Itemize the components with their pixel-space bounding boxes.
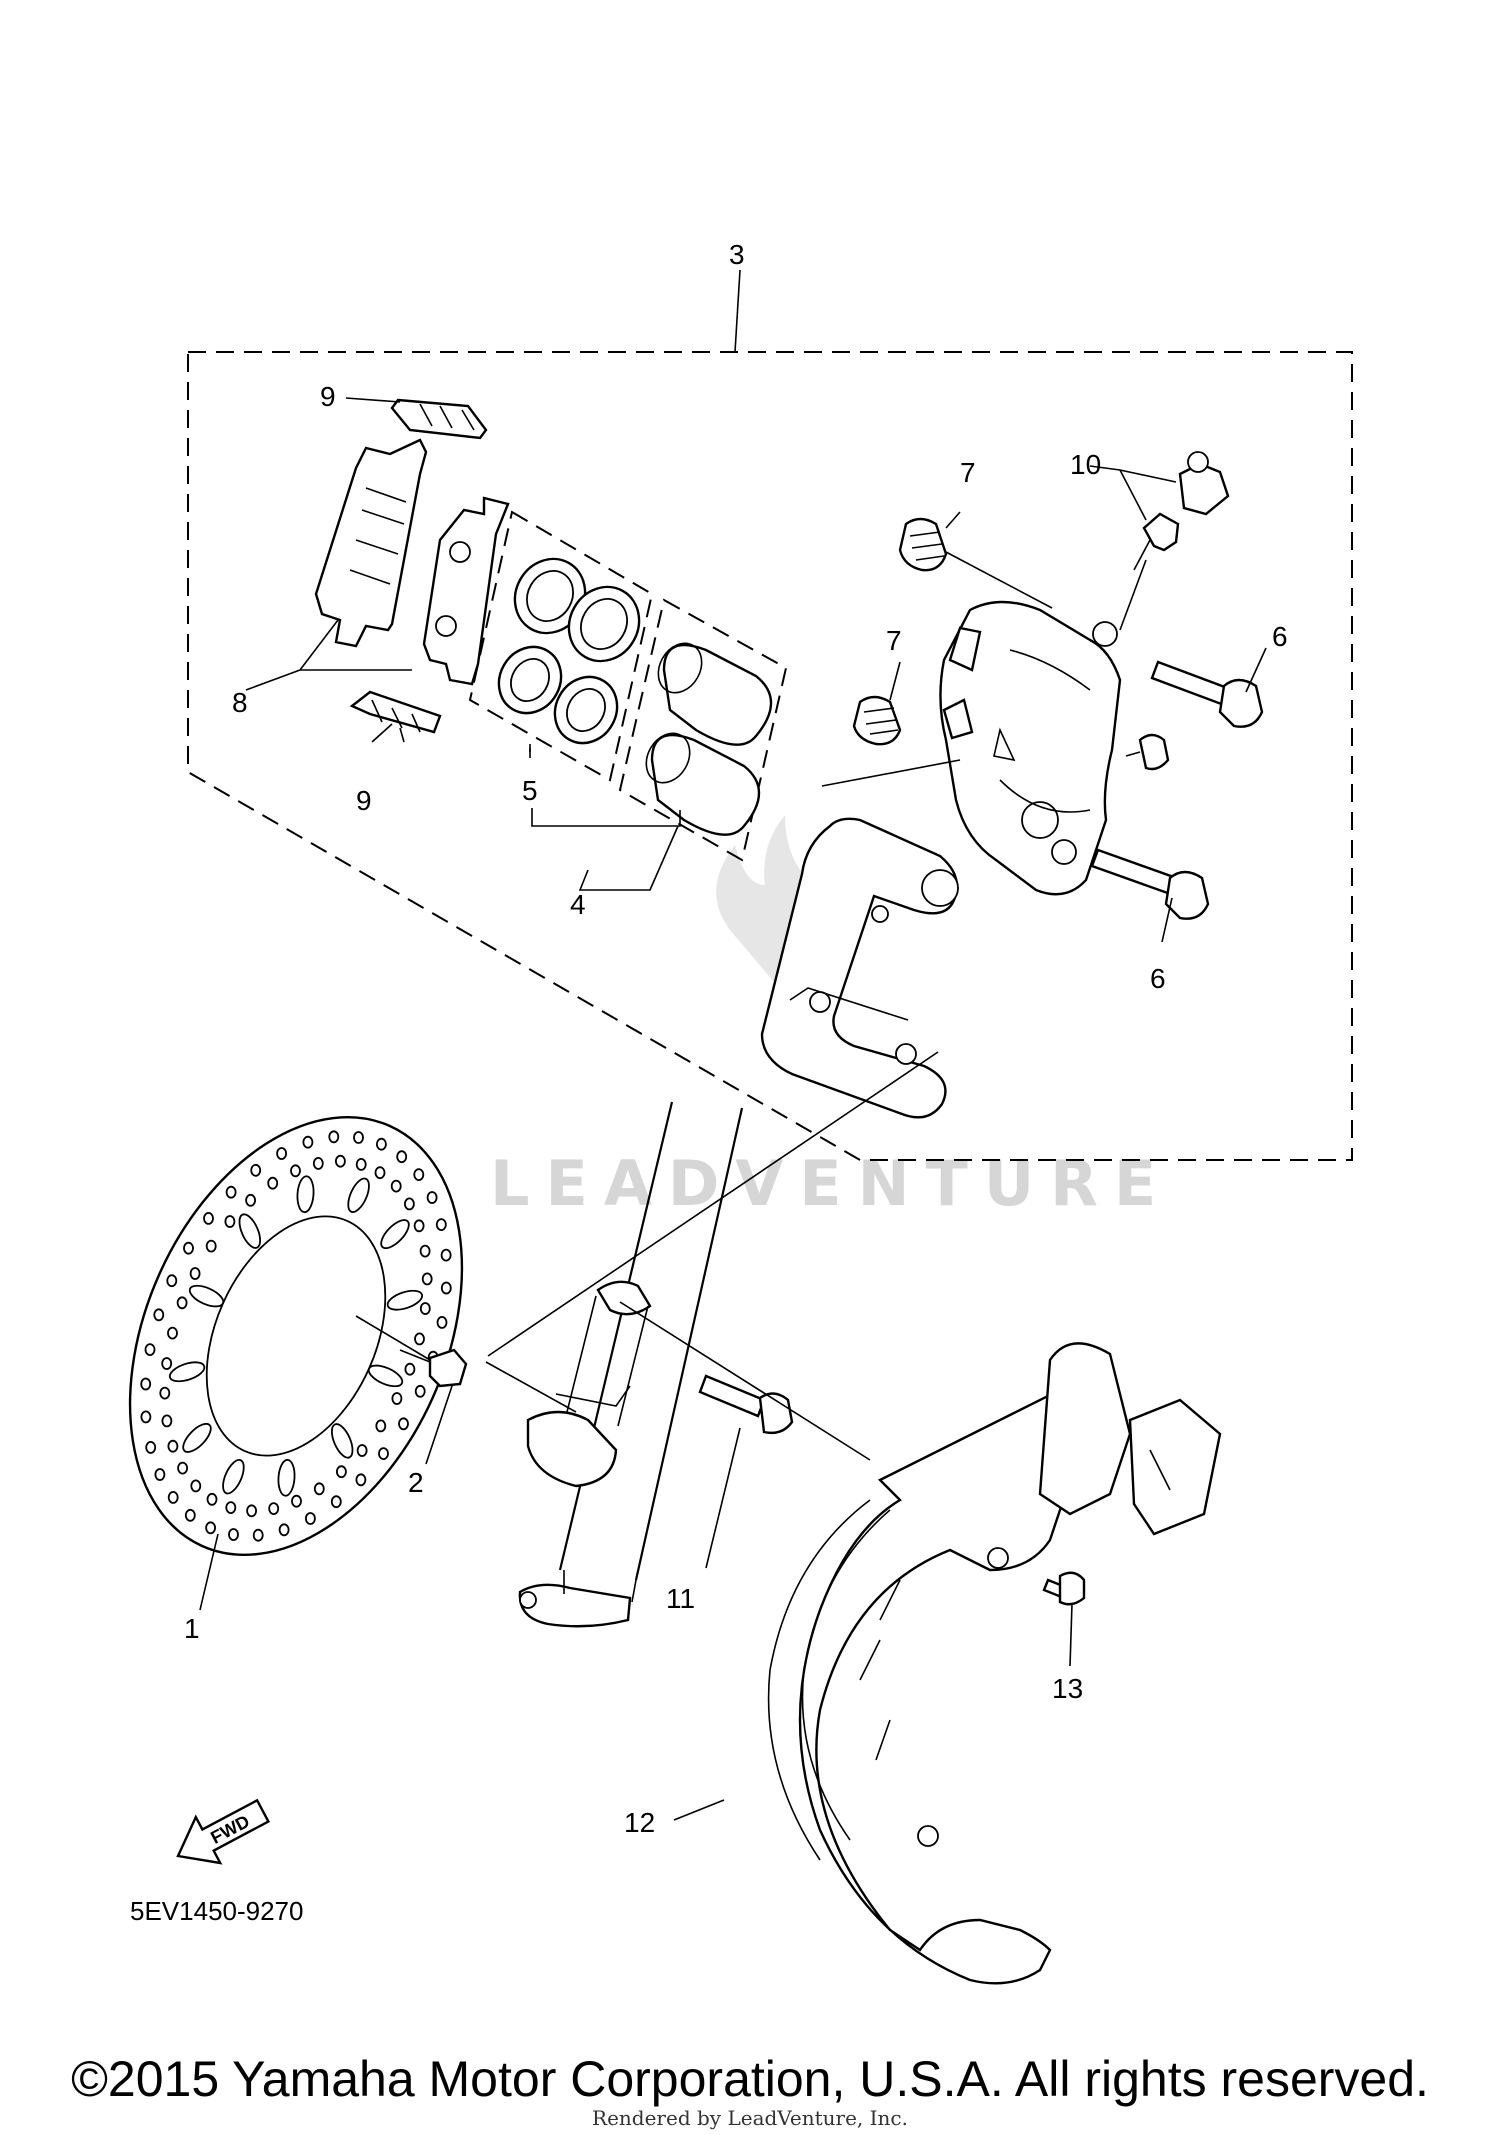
callout-13: 13	[1052, 1673, 1083, 1704]
front-fork	[518, 1101, 744, 1628]
brake-pad-left	[314, 438, 428, 648]
callout-3: 3	[729, 239, 745, 270]
callout-9-bottom: 9	[356, 785, 372, 816]
disc-bolt	[399, 1348, 468, 1388]
callout-6-bottom: 6	[1150, 963, 1166, 994]
seal-kit-boundary	[468, 510, 654, 782]
disc-guard	[767, 1342, 1222, 1985]
callout-1: 1	[184, 1613, 200, 1644]
callout-12: 12	[624, 1807, 655, 1838]
axle-holder-bolt	[698, 1374, 794, 1435]
part-code: 5EV1450-9270	[130, 1896, 303, 1926]
brake-pad-right	[422, 496, 510, 686]
leader-lines	[199, 397, 1267, 1821]
copyright-notice: ©2015 Yamaha Motor Corporation, U.S.A. A…	[71, 2051, 1429, 2107]
guard-bolt	[1042, 1571, 1086, 1606]
callout-6-top: 6	[1272, 621, 1288, 652]
callout-5: 5	[522, 775, 538, 806]
pad-clip-bottom	[349, 690, 442, 743]
piston-kit-boundary	[618, 598, 788, 862]
caliper-bracket	[760, 817, 959, 1119]
fwd-arrow-icon: FWD	[176, 1798, 271, 1865]
brake-disc	[128, 1116, 464, 1556]
pin-boot-lower	[852, 695, 902, 746]
piston-seals	[497, 557, 641, 745]
callout-10: 10	[1070, 449, 1101, 480]
caliper-body	[939, 600, 1122, 896]
bleed-cap-small	[1125, 733, 1170, 771]
callout-8: 8	[232, 687, 248, 718]
pad-clip-top	[390, 398, 488, 440]
watermark-text: LEADVENTURE	[490, 1147, 1172, 1220]
pistons	[645, 642, 773, 836]
rendered-by-note: Rendered by LeadVenture, Inc.	[592, 2106, 908, 2130]
caliper-assembly-boundary	[187, 351, 1353, 1161]
callout-7-lower: 7	[886, 625, 902, 656]
bleed-screw	[1133, 451, 1230, 571]
caliper-pin-lower	[1090, 848, 1210, 920]
callout-4: 4	[570, 889, 586, 920]
callout-2: 2	[408, 1467, 424, 1498]
callouts: 3 9 8 9 5 4 7 7 10 6 6 1 2 11 12 13	[184, 239, 1288, 1838]
caliper-pin-upper	[1150, 660, 1264, 728]
callout-7-top: 7	[960, 457, 976, 488]
callout-9-top: 9	[320, 381, 336, 412]
callout-11: 11	[666, 1583, 695, 1614]
pin-boot-upper	[898, 517, 948, 572]
